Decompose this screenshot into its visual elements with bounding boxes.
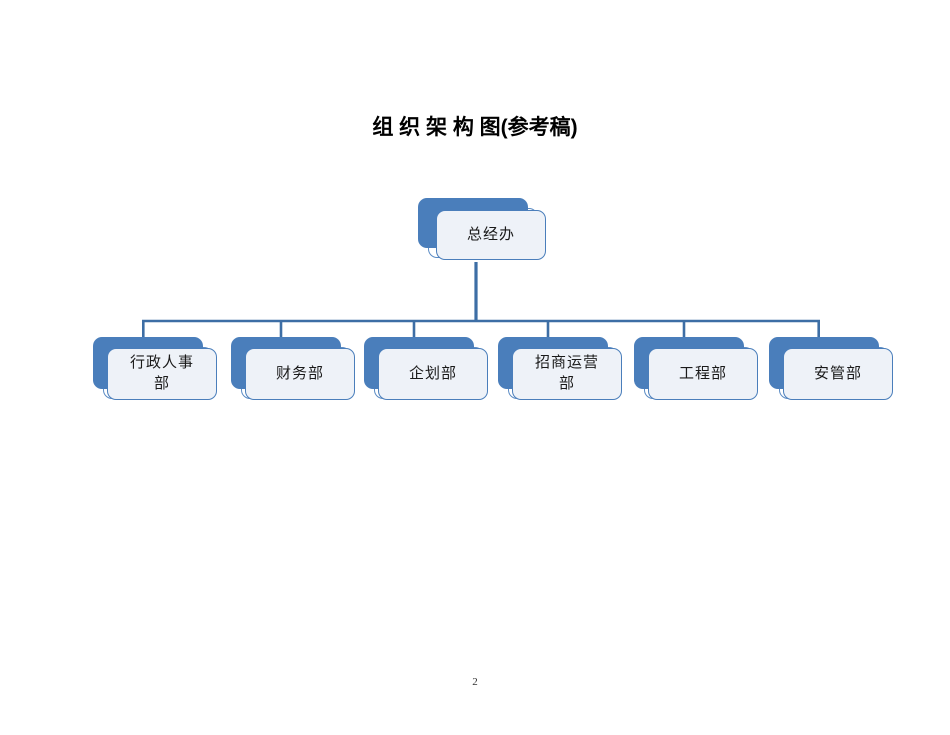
node-front-plate: 财务部 <box>245 348 355 400</box>
node-front-plate: 安管部 <box>783 348 893 400</box>
org-node-label: 企划部 <box>408 365 457 382</box>
org-node-engineering[interactable]: 工程部 <box>634 337 758 400</box>
org-node-label: 安管部 <box>813 365 862 382</box>
org-node-label: 行政人事 部 <box>129 355 194 392</box>
org-node-label: 工程部 <box>678 365 727 382</box>
org-node-finance[interactable]: 财务部 <box>231 337 355 400</box>
page-title: 组 织 架 构 图(参考稿) <box>372 116 578 139</box>
org-node-label: 总经办 <box>466 226 515 243</box>
org-node-security[interactable]: 安管部 <box>769 337 893 400</box>
node-front-plate: 行政人事 部 <box>107 348 217 400</box>
org-node-label: 财务部 <box>275 365 324 382</box>
page-number: 2 <box>472 676 478 688</box>
node-front-plate: 企划部 <box>378 348 488 400</box>
org-node-gm-office[interactable]: 总经办 <box>418 198 546 260</box>
node-front-plate: 总经办 <box>436 210 546 260</box>
org-node-leasing-ops[interactable]: 招商运营 部 <box>498 337 622 400</box>
node-front-plate: 招商运营 部 <box>512 348 622 400</box>
org-node-label: 招商运营 部 <box>534 355 599 392</box>
org-node-hr-admin[interactable]: 行政人事 部 <box>93 337 217 400</box>
node-front-plate: 工程部 <box>648 348 758 400</box>
org-node-planning[interactable]: 企划部 <box>364 337 488 400</box>
